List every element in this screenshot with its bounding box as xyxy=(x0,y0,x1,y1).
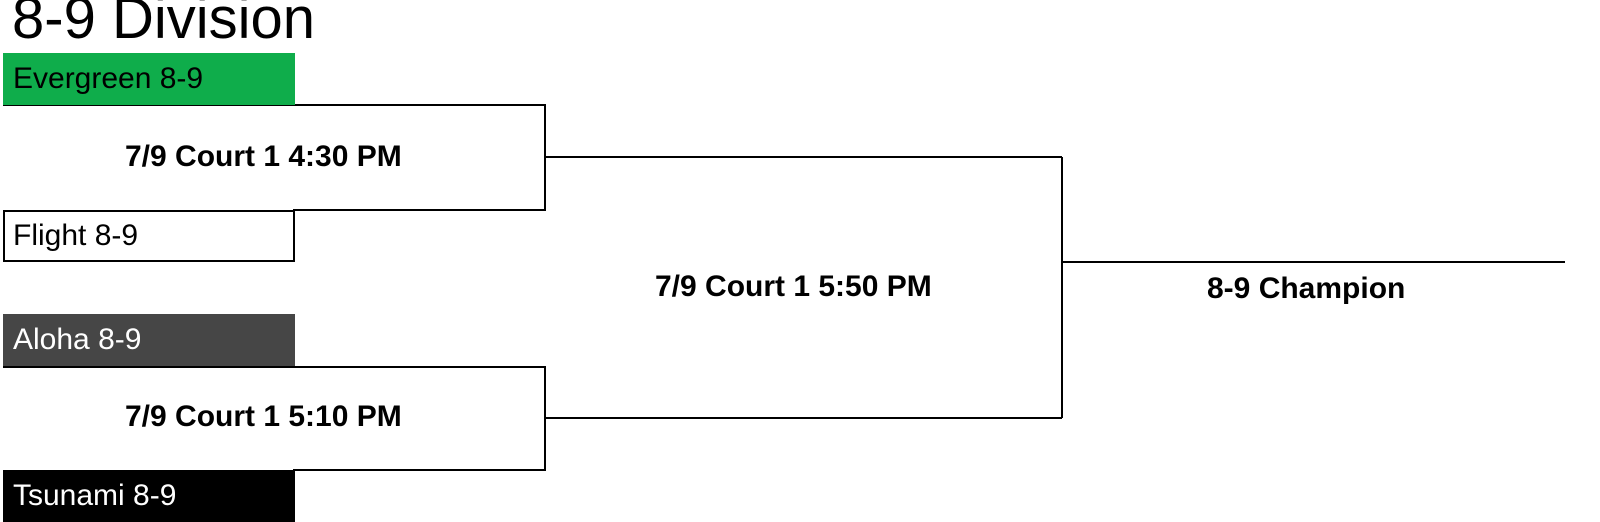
bracket-lines xyxy=(3,104,1565,471)
team-slot-aloha: Aloha 8-9 xyxy=(3,314,295,366)
division-title: 8-9 Division xyxy=(12,0,315,51)
team-slot-tsunami: Tsunami 8-9 xyxy=(3,470,295,522)
champion-label: 8-9 Champion xyxy=(1207,272,1406,305)
team-slot-flight: Flight 8-9 xyxy=(3,210,295,262)
final-game-label: 7/9 Court 1 5:50 PM xyxy=(655,270,932,303)
team-slot-evergreen: Evergreen 8-9 xyxy=(3,53,295,105)
game2-label: 7/9 Court 1 5:10 PM xyxy=(125,400,402,433)
game1-label: 7/9 Court 1 4:30 PM xyxy=(125,140,402,173)
